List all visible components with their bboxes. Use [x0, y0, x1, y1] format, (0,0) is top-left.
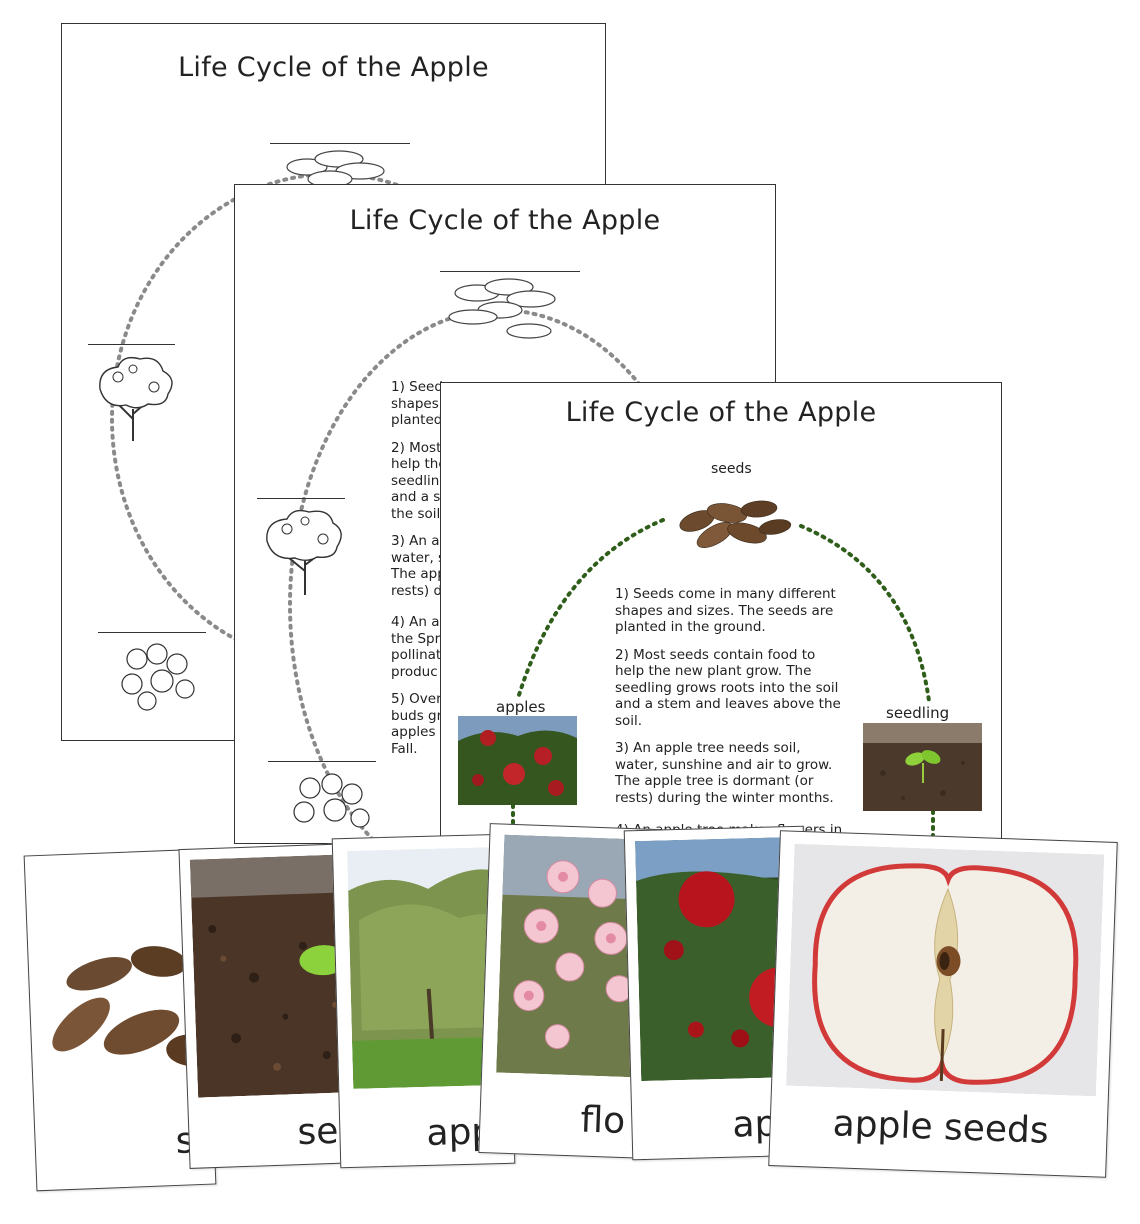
tree-icon	[99, 356, 173, 441]
apple-tree-photo	[347, 846, 515, 1089]
paragraph-2: 2) Most seeds contain food to help the n…	[615, 646, 841, 729]
text-line: Fall.	[391, 740, 418, 757]
instructions-text: 1) Seeds come in many different shapes a…	[615, 586, 845, 850]
seeds-photo	[37, 919, 214, 1096]
apple-tree-icon	[266, 509, 342, 595]
text-line: rests) du	[391, 582, 451, 599]
card-flower: flo	[478, 823, 660, 1159]
label-line-bottom-left	[268, 761, 376, 762]
blossom-icon	[121, 643, 195, 711]
label-line-top	[270, 143, 410, 144]
text-line: 4) An a	[391, 614, 440, 630]
flower-photo	[496, 834, 660, 1078]
text-line: shapes	[391, 395, 439, 412]
card-apple-tree: app	[331, 833, 516, 1169]
label-apples: apples	[496, 698, 546, 716]
apples-photo	[634, 836, 812, 1082]
card-seeds: se	[23, 848, 217, 1192]
flower-cluster-icon	[286, 150, 385, 188]
text-line: planted	[391, 412, 443, 428]
card-apple-seeds: apple seeds	[768, 830, 1118, 1178]
label-seeds: seeds	[711, 461, 752, 477]
text-line: and a s	[391, 489, 441, 505]
card-label: flo	[579, 1099, 626, 1143]
label-seedling: seedling	[886, 704, 950, 722]
seed-pile-icon	[679, 500, 792, 548]
sheet-title: Life Cycle of the Apple	[349, 205, 661, 236]
text-line: help the	[391, 456, 447, 472]
worksheet-front: Life Cycle of the Apple seeds 1) Seeds c…	[440, 382, 1002, 852]
blossom-icon	[293, 773, 370, 828]
text-line: seedling	[391, 472, 448, 489]
text-line: apples t	[391, 724, 446, 740]
text-line: The app	[391, 566, 446, 582]
sheet-title: Life Cycle of the Apple	[565, 397, 877, 428]
apples-photo	[458, 716, 577, 805]
sheet-title: Life Cycle of the Apple	[178, 52, 489, 83]
flower-cluster-icon	[448, 278, 556, 339]
seedling-photo	[863, 723, 982, 811]
paragraph-3: 3) An apple tree needs soil, water, suns…	[615, 740, 834, 806]
text-line: 2) Most	[391, 439, 442, 456]
text-line: 3) An a	[391, 533, 440, 549]
label-line-bottom-left	[98, 632, 206, 633]
instructions-partial: 1) Seeds shapes planted 2) Most help the…	[391, 379, 451, 757]
label-line-left	[257, 498, 345, 499]
paragraph-1: 1) Seeds come in many different shapes a…	[615, 586, 836, 635]
label-line-top	[440, 271, 580, 272]
text-line: 1) Seeds	[391, 379, 450, 395]
text-line: buds gr	[391, 707, 443, 724]
text-line: the soil.	[391, 505, 445, 522]
text-line: water, s	[391, 549, 446, 566]
card-label: apple seeds	[832, 1103, 1050, 1152]
label-line-left	[88, 344, 175, 345]
text-line: the Spri	[391, 630, 444, 647]
card-apples: ap	[623, 825, 813, 1161]
apple-cross-section-photo	[786, 843, 1105, 1097]
text-line: 5) Over	[391, 691, 442, 707]
text-line: produc	[391, 663, 438, 680]
text-line: pollinat	[391, 647, 442, 663]
